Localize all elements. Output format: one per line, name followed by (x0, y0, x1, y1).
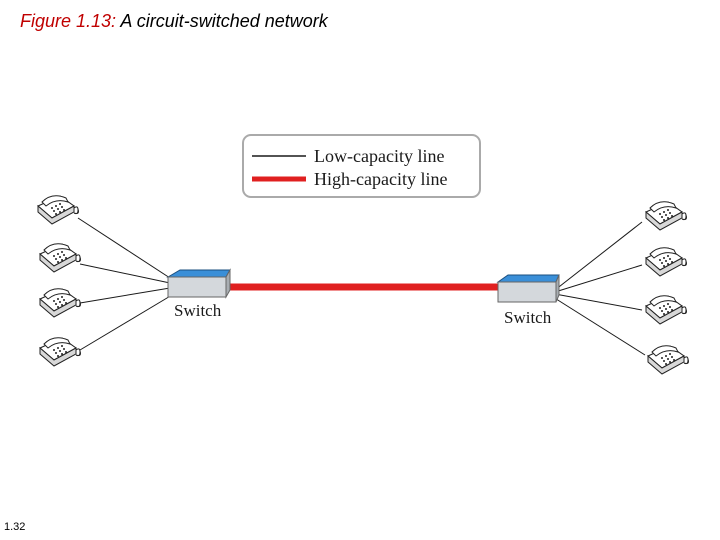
telephone-icon (645, 201, 687, 231)
switch-body (497, 281, 557, 303)
left-switch: Switch (166, 268, 231, 320)
low-capacity-line (79, 287, 171, 304)
telephone-icon (39, 337, 81, 367)
legend: Low-capacity line High-capacity line (242, 134, 481, 198)
low-capacity-line (79, 294, 173, 351)
switch-side (225, 268, 231, 299)
low-capacity-line (554, 221, 643, 291)
low-capacity-line (77, 217, 171, 279)
telephone-icon (645, 247, 687, 277)
telephone-icon (647, 345, 689, 375)
switch-icon (496, 274, 560, 283)
telephone-icon (37, 195, 79, 225)
right-phones (645, 201, 689, 375)
telephone-icon (39, 288, 81, 318)
telephone-icon (645, 295, 687, 325)
switch-side (555, 274, 560, 303)
legend-low-capacity-label: Low-capacity line (314, 146, 444, 166)
left-switch-label: Switch (174, 301, 222, 320)
low-capacity-line (552, 296, 646, 356)
right-low-capacity-lines (552, 221, 646, 356)
low-capacity-line (554, 293, 643, 311)
figure-caption: A circuit-switched network (120, 11, 328, 31)
low-capacity-line (79, 263, 171, 284)
legend-high-capacity-label: High-capacity line (314, 169, 447, 189)
right-switch-label: Switch (504, 308, 552, 327)
switch-icon (166, 269, 231, 278)
left-phones (37, 195, 81, 367)
right-switch: Switch (496, 274, 560, 327)
figure-title: Figure 1.13: A circuit-switched network (20, 11, 328, 32)
low-capacity-line (554, 264, 643, 293)
telephone-icon (39, 243, 81, 273)
slide-number: 1.32 (4, 521, 26, 533)
left-low-capacity-lines (77, 217, 173, 351)
figure-number: Figure 1.13: (20, 11, 117, 31)
switch-body (167, 276, 227, 298)
